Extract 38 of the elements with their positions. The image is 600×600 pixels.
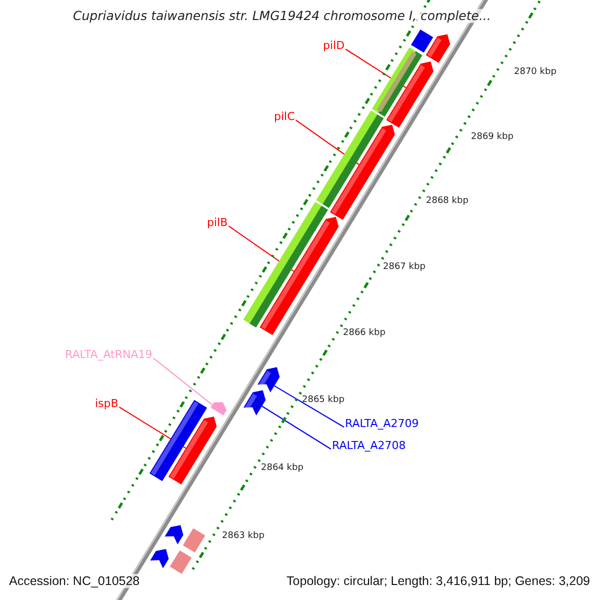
gene-label: ispB: [95, 398, 118, 411]
gene-feature: [243, 390, 266, 416]
scale-label: 2870 kbp: [514, 67, 556, 78]
gene-feature: [260, 216, 339, 336]
gene-feature: [386, 62, 434, 128]
gene-feature: [426, 34, 450, 63]
gene-label: pilC: [274, 111, 295, 124]
gene-feature: [316, 110, 384, 208]
gene-label: pilD: [323, 40, 345, 53]
genome-info-text: Topology: circular; Length: 3,416,911 bp; Genes: 3,209: [286, 574, 590, 588]
scale-label: 2866 kbp: [343, 328, 386, 338]
leader-line: [152, 358, 213, 406]
scale-label: 2864 kbp: [261, 463, 304, 474]
scale-label: 2868 kbp: [426, 196, 468, 206]
gene-label: RALTA_A2708: [332, 440, 406, 453]
leader-line: [274, 385, 344, 428]
title: Cupriavidus taiwanensis str. LMG19424 chromosome I, complete...: [73, 9, 491, 24]
leader-line: [262, 406, 332, 450]
gene-feature: [258, 367, 280, 392]
gene-feature: [243, 202, 328, 328]
gene-feature: [411, 29, 434, 53]
gene-feature: [210, 402, 227, 416]
accession-text: Accession: NC_010528: [9, 574, 140, 588]
gene-feature: [182, 528, 206, 553]
gene-label: pilB: [207, 217, 228, 230]
gene-feature: [330, 124, 395, 220]
scale-label: 2867 kbp: [383, 262, 426, 272]
scale-label: 2865 kbp: [302, 395, 344, 406]
scale-label: 2863 kbp: [222, 531, 264, 542]
gene-label: RALTA_AtRNA19: [65, 349, 152, 362]
gene-feature: [164, 525, 184, 544]
scale-label: 2869 kbp: [471, 132, 514, 142]
gene-feature: [150, 549, 169, 568]
gene-feature: [372, 47, 422, 117]
gene-feature: [170, 550, 192, 574]
gene-label: RALTA_A2709: [345, 418, 419, 431]
gene-feature: [149, 400, 208, 482]
gene-feature: [168, 416, 217, 485]
